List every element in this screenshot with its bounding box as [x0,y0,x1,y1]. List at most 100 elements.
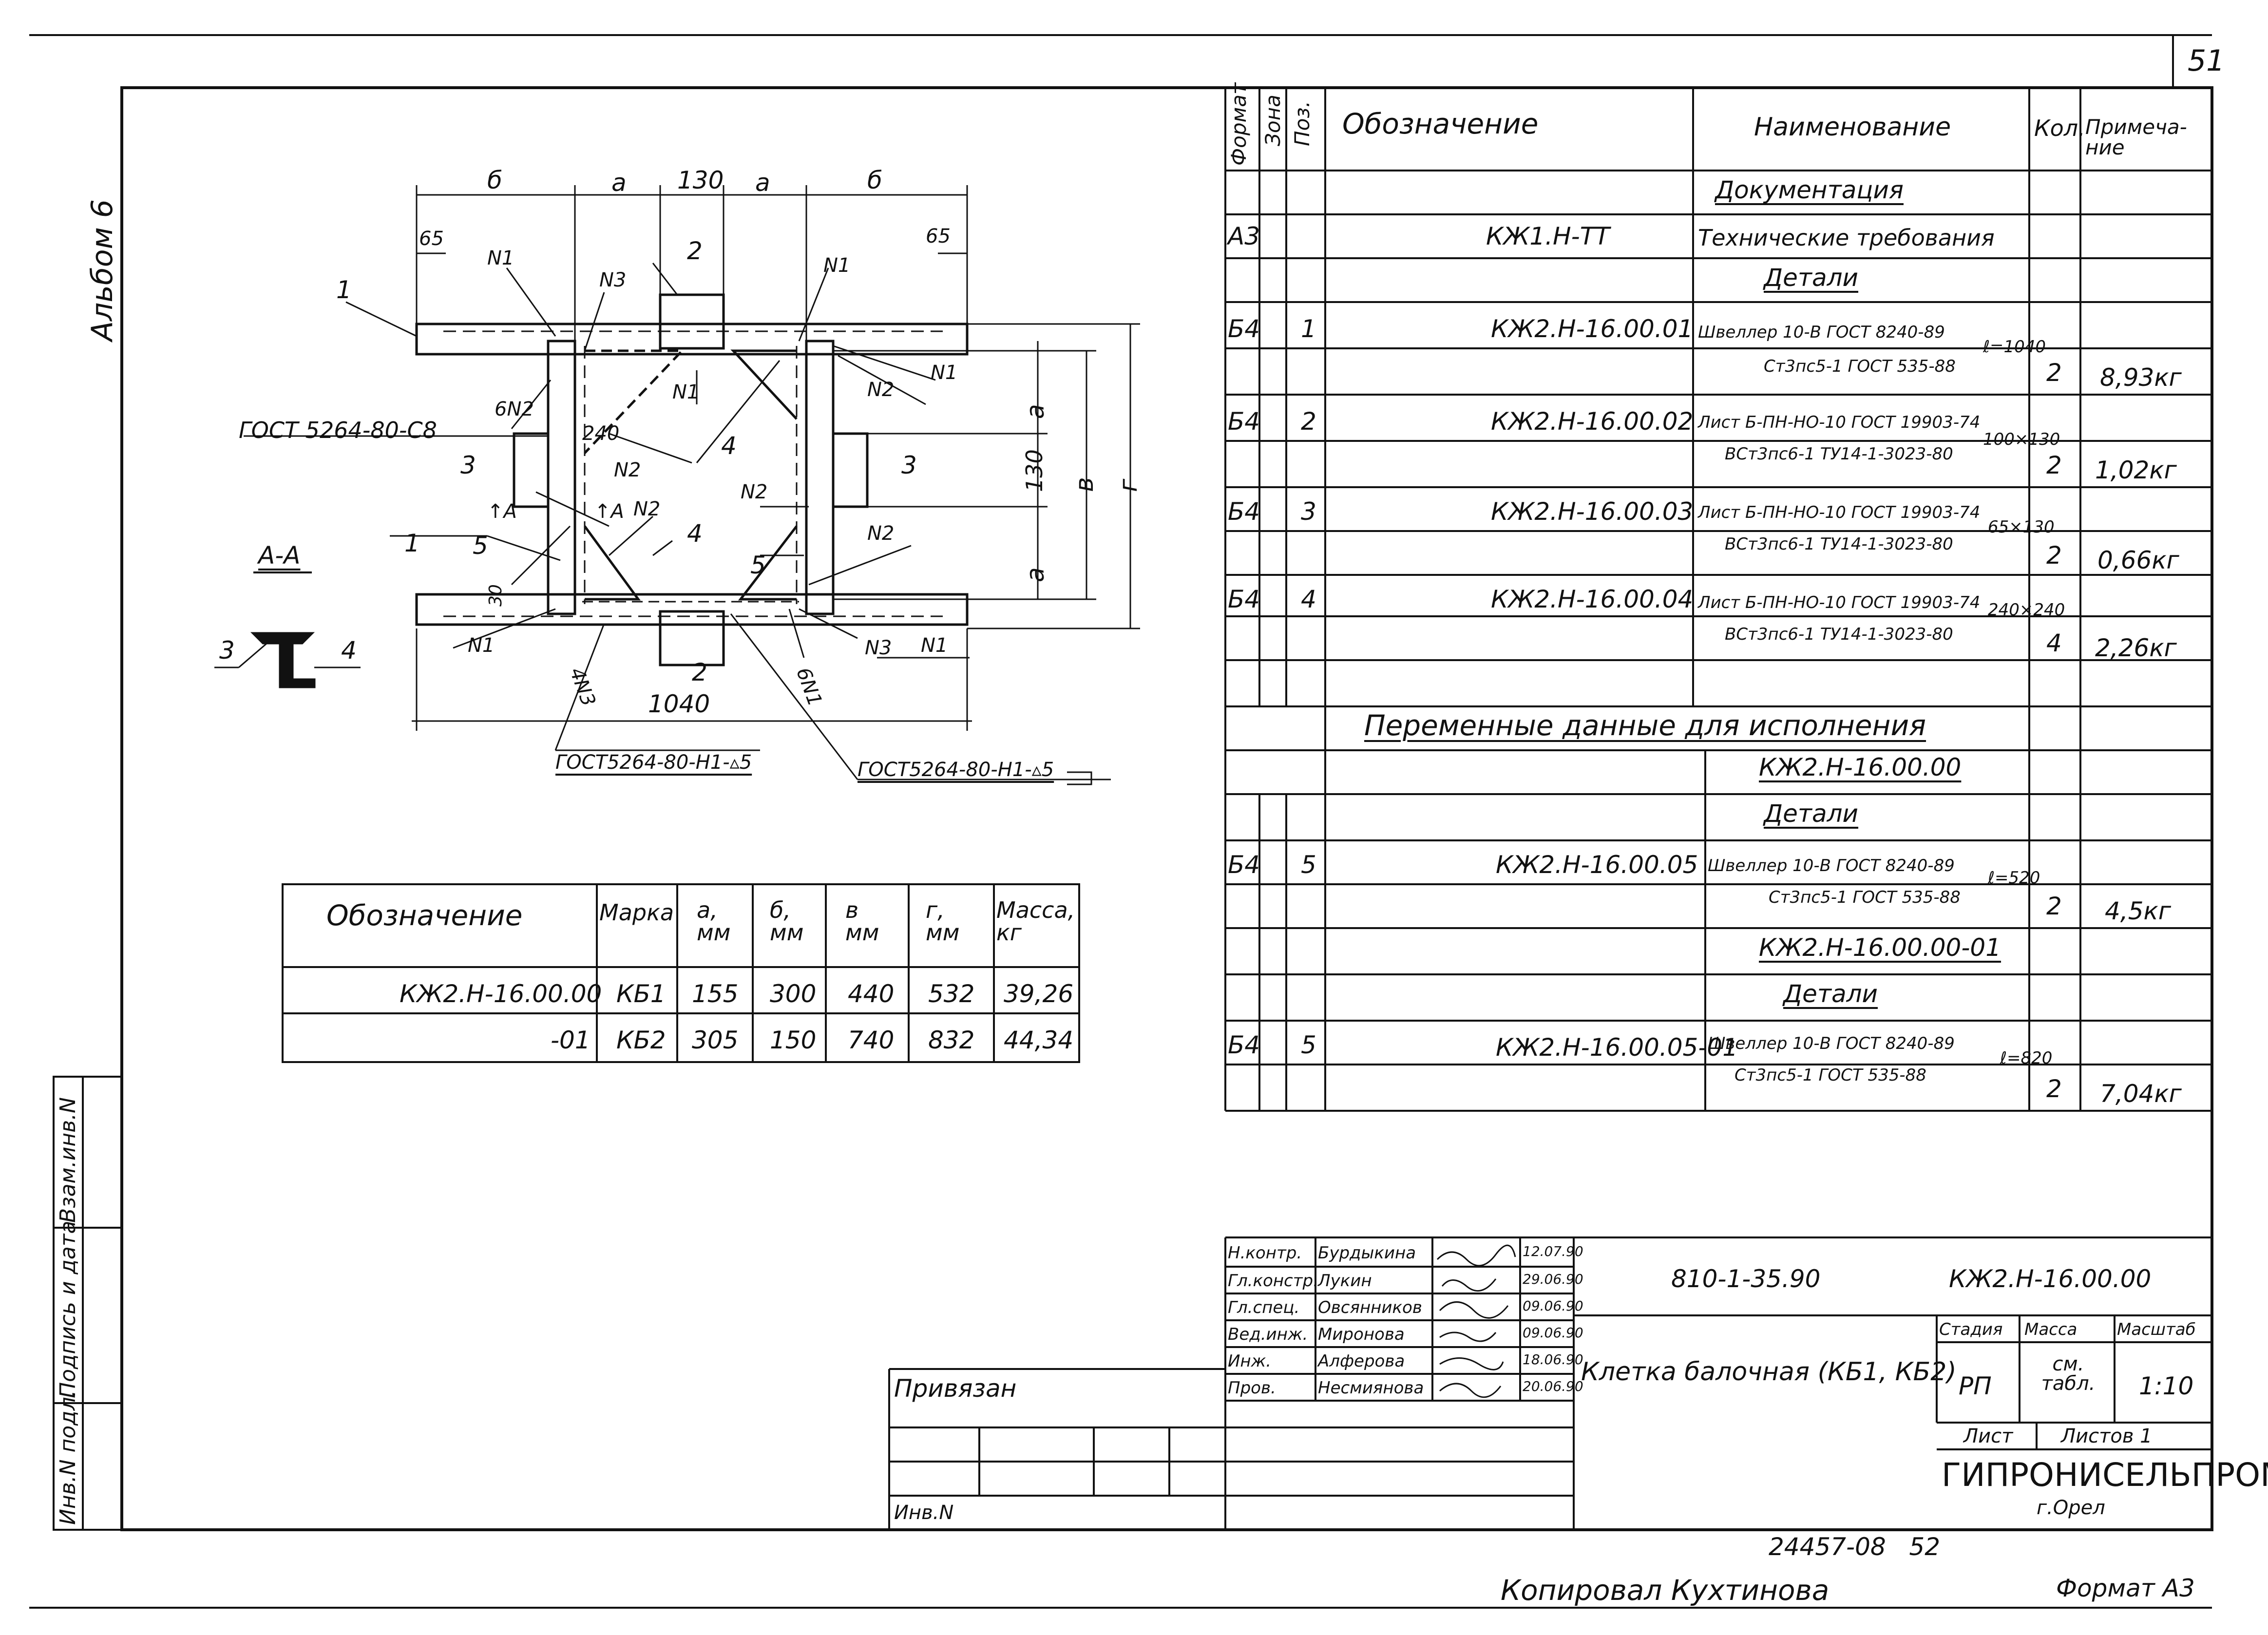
date-5: 18.06.90 [1523,1351,1583,1368]
v1-size: ℓ=520 [1988,868,2040,888]
row2-note: 1,02кг [2095,456,2177,484]
doc-format: А3 [1228,222,1260,250]
row4-note: 2,26кг [2095,634,2177,662]
v2-pos: 5 [1301,1031,1316,1059]
mark-r2-b: 150 [770,1026,817,1054]
hdr-note: Примеча-ние [2085,115,2187,159]
date-4: 09.06.90 [1523,1325,1583,1341]
copied-by: Копировал Кухтинова [1501,1574,1830,1607]
mark-r1-v: 440 [848,980,895,1008]
pos-2-bottom: 2 [692,658,707,686]
arrow-a-right: ↑А [594,500,624,523]
row1-qty: 2 [2046,359,2062,387]
weld-note-h1-left: ГОСТ5264-80-Н1-▵5 [555,751,752,774]
mass-value: см. табл. [2041,1353,2096,1395]
date-1: 12.07.90 [1523,1243,1583,1259]
row4-pos: 4 [1301,585,1316,613]
label-n1-d: N1 [931,361,958,384]
row4-qty: 4 [2046,629,2062,657]
weld-note-h1-right: ГОСТ5264-80-Н1-▵5 [858,759,1054,781]
row3-size: 65×130 [1988,517,2055,537]
label-n1-a: N1 [487,247,515,269]
dim-b-left: б [487,166,502,194]
mass-header: Масса [2024,1320,2077,1339]
pos-5-right: 5 [750,551,766,579]
label-n3-a: N3 [599,269,627,291]
spec-table-grid [1224,88,2212,1112]
doc-name: Технические требования [1698,225,1995,251]
pos-4-center: 4 [721,432,737,460]
v1-pos: 5 [1301,851,1316,879]
row1-name-bottom: Ст3пс5-1 ГОСТ 535-88 [1764,357,1956,376]
privyazan-label: Привязан [894,1374,1017,1403]
role-4: Вед.инж. [1228,1325,1308,1344]
hdr-name: Наименование [1754,113,1951,142]
role-2: Гл.констр. [1228,1271,1318,1291]
pos-2-top: 2 [687,237,703,265]
mark-r1-mass: 39,26 [1004,980,1074,1008]
mark-hdr-b: б, мм [770,897,804,946]
mark-r2-g: 832 [928,1026,975,1054]
pos-4-lower: 4 [687,519,703,548]
role-6: Пров. [1228,1378,1276,1398]
section-a-a-label: А-А [258,541,301,570]
row1-format: Б4 [1228,315,1260,343]
role-1: Н.контр. [1228,1243,1302,1263]
row4-size: 240×240 [1988,600,2065,620]
label-n2-d: N2 [633,498,661,520]
variant2-parts: Детали [1783,980,1878,1008]
v2-designation: КЖ2.Н-16.00.05-01 [1496,1033,1738,1062]
org-name: ГИПРОНИСЕЛЬПРОМ [1942,1456,2268,1494]
role-5: Инж. [1228,1351,1272,1371]
label-n3-b: N3 [865,637,892,659]
role-3: Гл.спец. [1228,1298,1300,1317]
mark-r2-mark: КБ2 [616,1026,666,1054]
mark-r1-designation: КЖ2.Н-16.00.00 [400,980,602,1008]
v2-note: 7,04кг [2100,1080,2182,1108]
arrow-a-left: ↑А [487,500,517,523]
mark-r1-a: 155 [692,980,739,1008]
scale-header: Масштаб [2117,1320,2196,1339]
variant1-code: КЖ2.Н-16.00.00 [1759,753,1962,781]
label-n2-c: N2 [741,481,768,503]
row1-designation: КЖ2.Н-16.00.01 [1491,315,1694,343]
dim-a-left: а [611,169,627,197]
archive-number: 24457-08 52 [1769,1533,1941,1561]
dim-240: 240 [582,422,620,445]
mark-r2-v: 740 [848,1026,895,1054]
row3-format: Б4 [1228,497,1260,526]
mark-r1-b: 300 [770,980,817,1008]
v2-qty: 2 [2046,1075,2062,1103]
row4-format: Б4 [1228,585,1260,613]
mark-hdr-a: а, мм [697,897,731,946]
label-n1-e: N1 [468,634,495,657]
pos-1-bottom: 1 [404,529,420,557]
name-5: Алферова [1318,1351,1405,1371]
label-n2-b: N2 [614,459,641,481]
row2-format: Б4 [1228,407,1260,436]
mark-r1-g: 532 [928,980,975,1008]
inv-n-label: Инв.N [894,1502,954,1524]
dim-65-right: 65 [926,225,951,247]
section-pos-3: 3 [219,636,235,665]
label-n1-b: N1 [823,254,851,277]
date-6: 20.06.90 [1523,1378,1583,1394]
mark-hdr-v: в мм [845,897,879,946]
beam-cage-plan [214,185,1140,785]
v1-qty: 2 [2046,892,2062,920]
section-parts-1: Детали [1764,264,1859,292]
pos-1-top: 1 [336,276,352,304]
format-label: Формат А3 [2056,1574,2195,1602]
sheet-number: 51 [2188,44,2225,78]
row3-note: 0,66кг [2097,546,2179,574]
dim-b-right: б [867,166,882,194]
row1-note: 8,93кг [2100,363,2182,392]
v2-name-top: Швеллер 10-В ГОСТ 8240-89 [1708,1034,1955,1053]
row1-size: ℓ=1040 [1983,337,2046,357]
label-n1-f: N1 [921,634,948,657]
dim-a-right: а [755,169,770,197]
label-n2-a: N2 [867,379,895,401]
name-3: Овсянников [1318,1298,1422,1317]
dim-1040: 1040 [648,690,710,718]
